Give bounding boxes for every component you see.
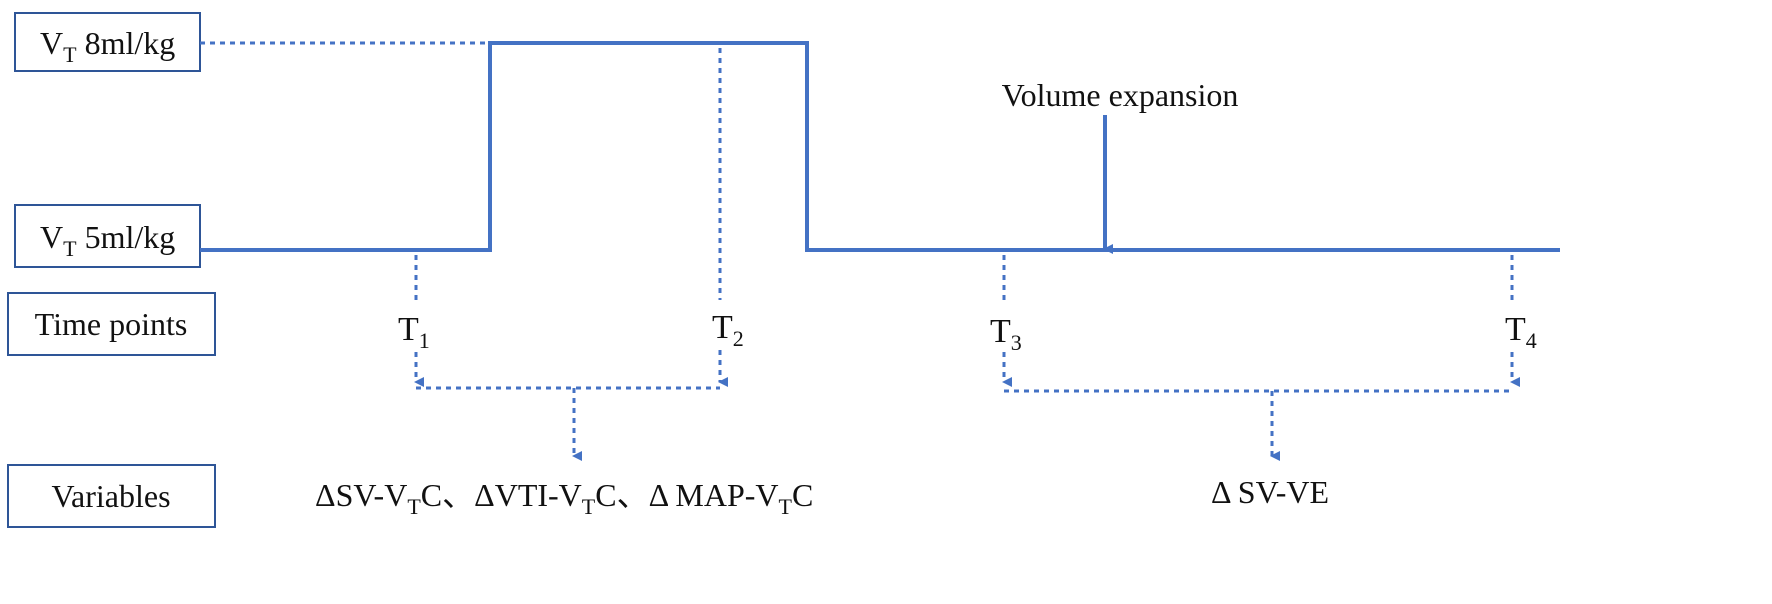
label-box-variables-frame: [7, 464, 216, 528]
label-box-variables: Variables: [7, 464, 216, 528]
label-box-vt5-frame: [14, 204, 201, 268]
variables-group1: ΔSV-VTC、ΔVTI-VTC、Δ MAP-VTC: [315, 477, 813, 519]
label-box-vt8-frame: [14, 12, 201, 72]
time-point-t1: T1: [398, 311, 430, 353]
variables-group2: Δ SV-VE: [1211, 474, 1329, 510]
label-box-time-points: Time points: [7, 292, 216, 356]
label-vt5-text: VT 5ml/kg: [40, 219, 175, 261]
label-box-vt5: VT 5ml/kg: [14, 204, 201, 268]
label-box-time-points-frame: [7, 292, 216, 356]
label-time-points: Time points: [35, 306, 188, 342]
label-variables: Variables: [51, 478, 170, 514]
time-point-t4: T4: [1505, 311, 1537, 353]
time-point-t3: T3: [990, 313, 1022, 355]
label-box-vt8: VT 8ml/kg: [14, 12, 201, 72]
label-vt8-text: VT 8ml/kg: [40, 25, 175, 67]
time-point-t2: T2: [712, 309, 744, 351]
volume-expansion-label: Volume expansion: [1002, 77, 1239, 113]
tidal-volume-timeline: [200, 41, 1560, 252]
